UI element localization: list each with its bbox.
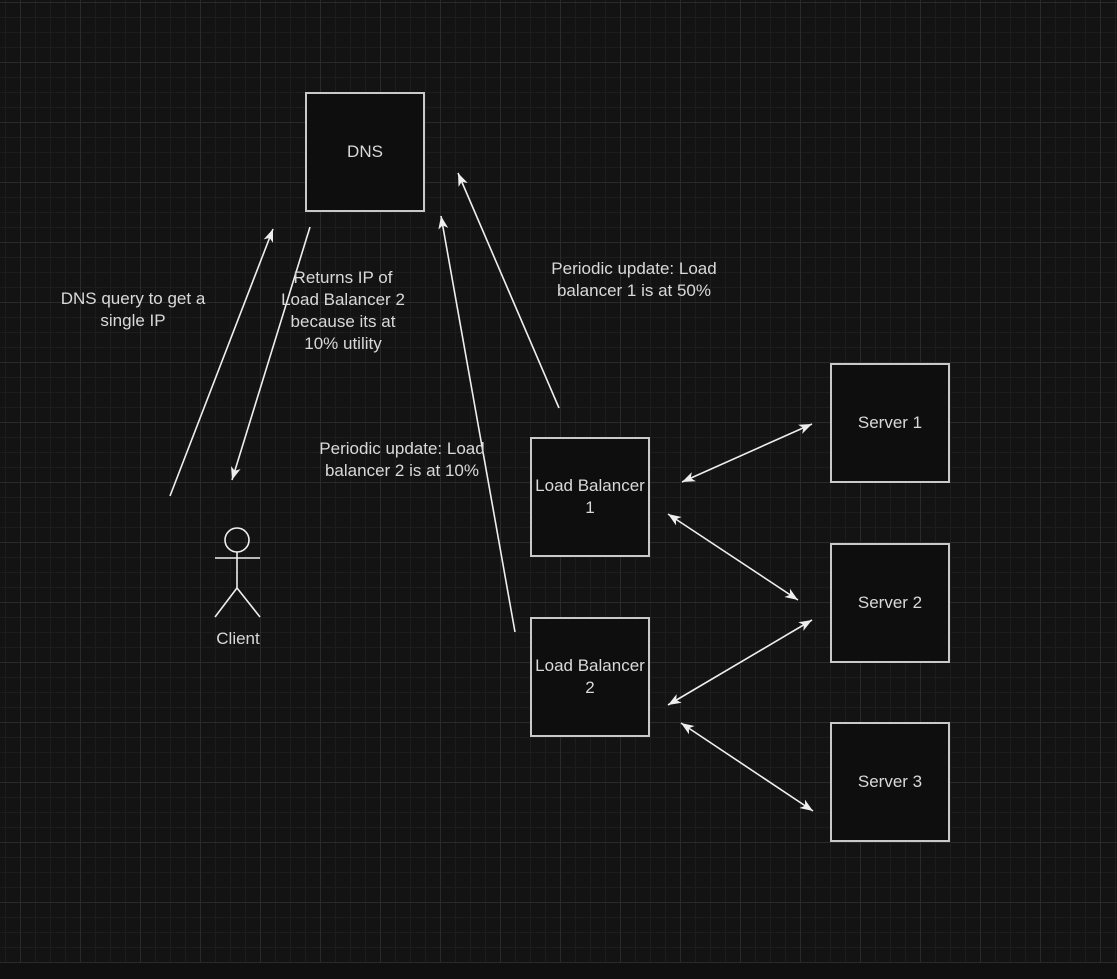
actor-right-leg xyxy=(236,587,261,618)
node-lb1-label: Load Balancer 1 xyxy=(535,476,645,517)
node-server-1[interactable]: Server 1 xyxy=(830,363,950,483)
arrow-lb2-server2[interactable] xyxy=(667,619,813,706)
label-dns-query[interactable]: DNS query to get a single IP xyxy=(60,289,206,330)
client-label: Client xyxy=(216,629,260,648)
arrow-lb2-server3[interactable] xyxy=(680,722,814,812)
node-load-balancer-2[interactable]: Load Balancer 2 xyxy=(530,617,650,737)
actor-left-leg xyxy=(214,587,238,618)
arrow-dns-to-client[interactable] xyxy=(231,226,311,481)
node-server3-label: Server 3 xyxy=(857,772,923,791)
node-dns-label: DNS xyxy=(347,142,383,161)
canvas-bottom-edge xyxy=(0,963,1117,979)
arrow-lb2-to-dns[interactable] xyxy=(438,215,516,633)
arrow-lb1-server1[interactable] xyxy=(681,423,813,483)
node-server1-label: Server 1 xyxy=(857,413,923,432)
node-server2-label: Server 2 xyxy=(857,593,923,612)
arrow-lb1-server2[interactable] xyxy=(667,513,799,601)
actor-head xyxy=(224,527,250,553)
arrow-client-to-dns[interactable] xyxy=(169,228,274,497)
node-lb2-label: Load Balancer 2 xyxy=(535,656,645,697)
arrow-lb1-to-dns[interactable] xyxy=(457,172,560,409)
node-load-balancer-1[interactable]: Load Balancer 1 xyxy=(530,437,650,557)
node-dns[interactable]: DNS xyxy=(305,92,425,212)
label-periodic-update-lb2[interactable]: Periodic update: Load balancer 2 is at 1… xyxy=(319,439,485,480)
label-periodic-update-lb1[interactable]: Periodic update: Load balancer 1 is at 5… xyxy=(551,259,717,300)
label-returns-ip[interactable]: Returns IP of Load Balancer 2 because it… xyxy=(281,268,405,353)
node-server-3[interactable]: Server 3 xyxy=(830,722,950,842)
client-actor[interactable] xyxy=(214,527,261,618)
node-server-2[interactable]: Server 2 xyxy=(830,543,950,663)
